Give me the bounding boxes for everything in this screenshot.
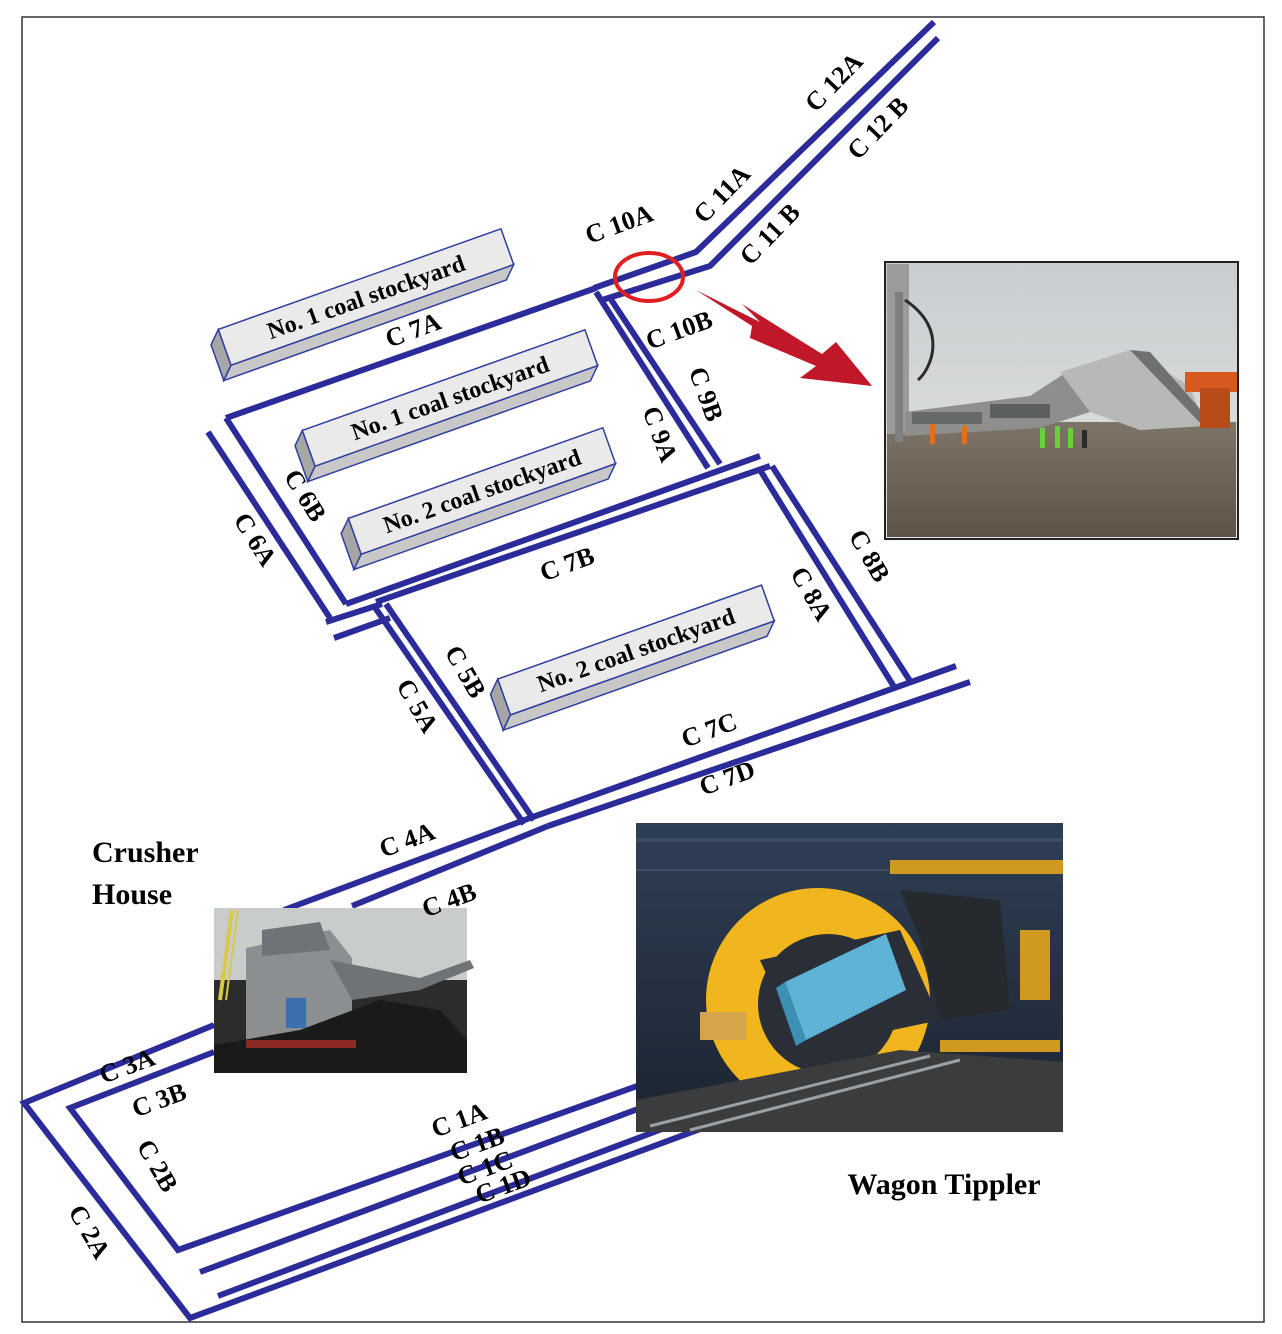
conveyor-c11b-c12b	[601, 35, 941, 303]
conveyor-c5a	[371, 604, 527, 826]
photo-crusher-house	[214, 908, 474, 1073]
conveyor-c7b-lower	[375, 463, 771, 605]
conveyor-c1c	[216, 1123, 672, 1299]
conveyor-c8a	[757, 468, 899, 692]
conveyor-c5b	[383, 602, 537, 822]
conveyor-c4b	[350, 823, 550, 909]
conveyor-c3a-c2a-c1d	[19, 1022, 702, 1322]
failure-location	[613, 251, 872, 386]
conveyor-c1b	[198, 1103, 648, 1275]
conveyor-c7b-upper	[344, 453, 762, 607]
facility-label-wagon-tippler: Wagon Tippler	[847, 1168, 1040, 1201]
failure-arrow-icon	[696, 290, 872, 386]
conveyor-c3b-c2b-c1a	[65, 1049, 642, 1254]
conveyor-c6a	[205, 430, 333, 620]
conveyor-c7d	[547, 679, 971, 829]
conveyor-c4a	[282, 815, 532, 913]
conveyor-c9b-c10b	[607, 296, 723, 466]
facility-label-crusher: Crusher	[92, 836, 199, 869]
conveyor-c6b	[223, 416, 349, 606]
conveyor-c7a	[225, 285, 597, 421]
conveyor-c7c	[528, 663, 958, 821]
conveyor-c8b	[769, 464, 915, 686]
conveyor-network	[19, 19, 971, 1322]
failure-circle	[613, 251, 685, 303]
conveyor-c11a-c12a	[593, 19, 937, 291]
conveyor-spur-lower	[332, 615, 392, 641]
photo-collapsed-gallery	[884, 261, 1239, 540]
photo-wagon-tippler	[636, 823, 1063, 1132]
facility-label-house: House	[92, 878, 172, 911]
conveyor-c9a	[593, 290, 711, 470]
